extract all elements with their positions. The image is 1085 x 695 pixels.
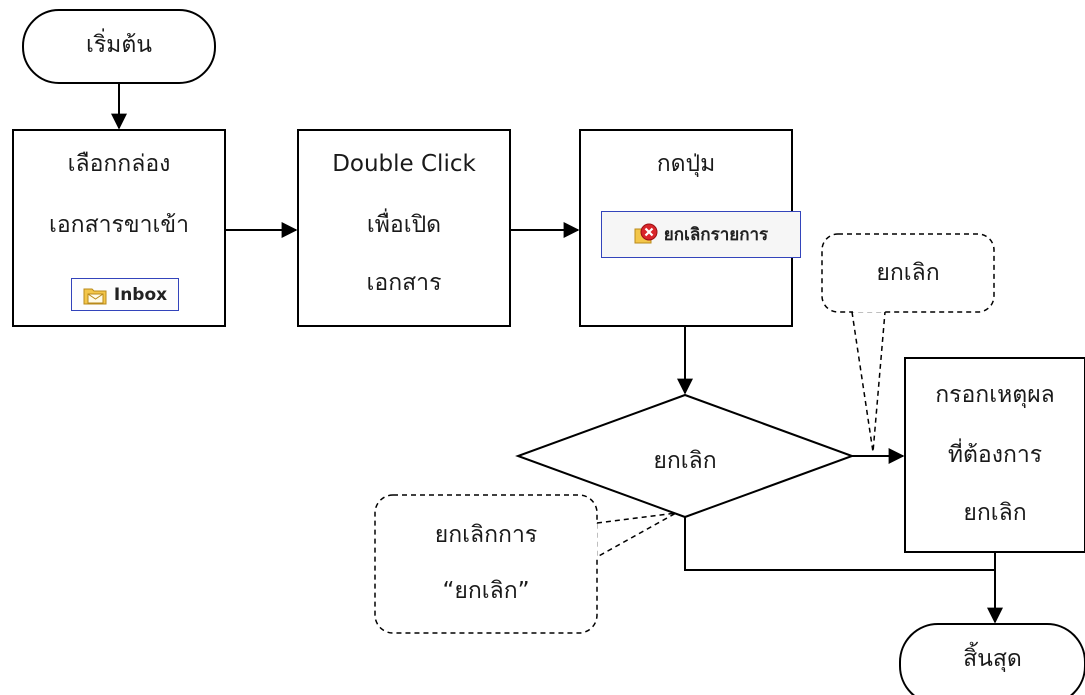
folder-envelope-icon <box>83 288 107 304</box>
callout-no-line2: “ยกเลิก” <box>442 578 530 604</box>
step4-line3: ยกเลิก <box>963 500 1027 526</box>
cancel-list-button[interactable]: ยกเลิกรายการ <box>601 211 801 258</box>
callout-yes-bubble <box>821 233 995 313</box>
line-decision-no-branch <box>684 517 995 571</box>
step1-line2: เอกสารขาเข้า <box>48 212 190 238</box>
inbox-button-label: Inbox <box>113 284 168 305</box>
end-label: สิ้นสุด <box>963 646 1022 672</box>
callout-no-line1: ยกเลิกการ <box>434 522 538 548</box>
end-terminator <box>899 623 1085 695</box>
step2-line3: เอกสาร <box>366 270 442 296</box>
inbox-button[interactable]: Inbox <box>71 278 179 311</box>
step3-line1: กดปุ่ม <box>656 151 716 177</box>
start-label: เริ่มต้น <box>85 32 153 58</box>
step2-line2: เพื่อเปิด <box>366 212 442 238</box>
cancel-list-button-label: ยกเลิกรายการ <box>663 225 769 245</box>
cancel-circle-icon <box>634 223 658 243</box>
step1-line1: เลือกกล่อง <box>67 151 171 177</box>
decision-label: ยกเลิก <box>653 448 717 474</box>
callout-no-bubble <box>374 494 598 634</box>
step2-line1: Double Click <box>332 151 476 177</box>
callout-no-pointer <box>596 512 677 558</box>
callout-yes-label: ยกเลิก <box>876 260 940 286</box>
step-enter-reason-box <box>904 357 1085 553</box>
step4-line2: ที่ต้องการ <box>947 442 1043 468</box>
callout-yes-pointer <box>851 311 886 453</box>
step-double-click-box <box>297 129 511 327</box>
step4-line1: กรอกเหตุผล <box>935 382 1055 408</box>
